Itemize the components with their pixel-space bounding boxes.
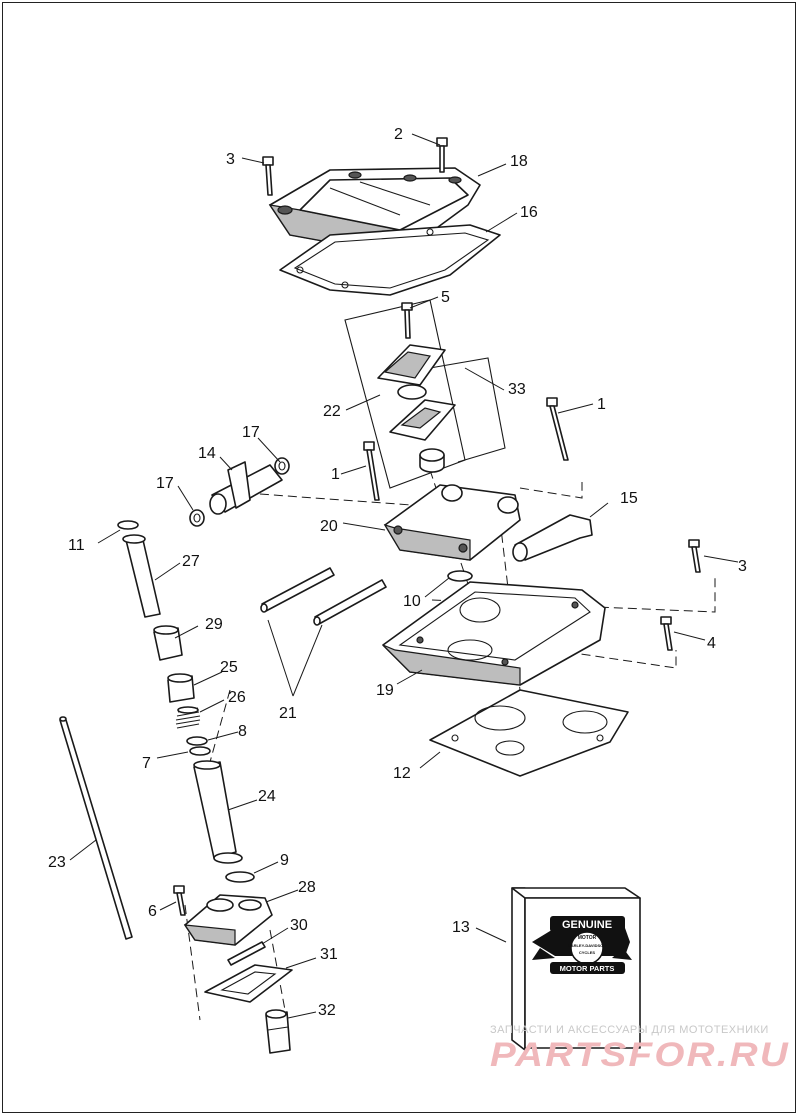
- callout-3-top: 3: [226, 151, 235, 168]
- lifter-part-32: [265, 1009, 291, 1054]
- callout-19: 19: [376, 682, 394, 699]
- callout-27: 27: [182, 553, 200, 570]
- leader-lines: [69, 133, 739, 1019]
- bolt-part-2: [436, 137, 448, 173]
- callout-1-right: 1: [597, 396, 606, 413]
- rocker-support-part-20: [383, 484, 521, 561]
- callout-26: 26: [228, 689, 246, 706]
- logo-motor: MOTOR: [578, 935, 597, 941]
- logo-motor-parts: MOTOR PARTS: [560, 964, 615, 973]
- breather-part-33: [389, 384, 456, 473]
- callout-9: 9: [280, 852, 289, 869]
- callout-18: 18: [510, 153, 528, 170]
- logo-genuine: GENUINE: [562, 919, 612, 931]
- callout-32: 32: [318, 1002, 336, 1019]
- callout-10: 10: [403, 593, 421, 610]
- bolt-part-4: [660, 616, 673, 651]
- callouts: 1 1 2 3 3 4 5 6 7 8 9 10 11 12 13 14 15 …: [48, 126, 747, 1019]
- bushing-part-17-right: [274, 457, 290, 475]
- watermark-logo: PARTSFOR.RU: [490, 1036, 790, 1074]
- callout-21: 21: [279, 705, 297, 722]
- rocker-arm-part-14: [209, 461, 283, 515]
- gasket-part-16: [279, 224, 501, 296]
- callout-24: 24: [258, 788, 276, 805]
- shaft-part-21-upper: [260, 567, 335, 613]
- o-ring-part-11: [117, 520, 139, 530]
- logo-brand-line2: CYCLES: [579, 950, 596, 955]
- bolt-part-1-left: [363, 441, 380, 501]
- callout-2: 2: [394, 126, 403, 143]
- callout-16: 16: [520, 204, 538, 221]
- callout-22: 22: [323, 403, 341, 420]
- callout-23: 23: [48, 854, 66, 871]
- bolt-part-5: [401, 302, 413, 339]
- callout-1-left: 1: [331, 466, 340, 483]
- callout-17-left: 17: [156, 475, 174, 492]
- genuine-motor-parts-logo: GENUINE MOTOR HARLEY-DAVIDSON CYCLES MOT…: [532, 916, 632, 974]
- spring-part-26: [175, 706, 201, 729]
- bolt-part-6: [173, 885, 186, 916]
- rocker-housing-part-19: [382, 581, 606, 686]
- o-ring-part-7: [189, 746, 211, 756]
- bolt-part-1-right: [546, 397, 569, 461]
- callout-33: 33: [508, 381, 526, 398]
- callout-30: 30: [290, 917, 308, 934]
- bolt-part-3-right: [688, 539, 701, 573]
- bushing-part-17-left: [189, 509, 205, 527]
- callout-5: 5: [441, 289, 450, 306]
- pushrod-tube-part-24: [193, 760, 243, 864]
- watermark-tagline: ЗАПЧАСТИ И АКСЕССУАРЫ ДЛЯ МОТОТЕХНИКИ: [490, 1024, 769, 1036]
- callout-6: 6: [148, 903, 157, 920]
- pushrod-tube-part-27: [122, 534, 161, 618]
- callout-13: 13: [452, 919, 470, 936]
- o-ring-part-10: [447, 570, 473, 582]
- plate-part-31: [204, 964, 293, 1003]
- callout-29: 29: [205, 616, 223, 633]
- tube-part-29: [153, 625, 183, 661]
- watermark: ЗАПЧАСТИ И АКСЕССУАРЫ ДЛЯ МОТОТЕХНИКИ PA…: [490, 1024, 790, 1074]
- lifter-block-part-28: [183, 894, 273, 946]
- shaft-part-21-lower: [313, 579, 387, 626]
- head-gasket-part-12: [429, 689, 629, 777]
- logo-brand-line1: HARLEY-DAVIDSON: [568, 943, 606, 948]
- callout-7: 7: [142, 755, 151, 772]
- callout-25: 25: [220, 659, 238, 676]
- callout-14: 14: [198, 445, 216, 462]
- callout-8: 8: [238, 723, 247, 740]
- cup-part-25: [167, 673, 195, 703]
- callout-4: 4: [707, 635, 716, 652]
- callout-3-right: 3: [738, 558, 747, 575]
- pushrod-part-23: [59, 716, 133, 940]
- breather-cover-part-22: [377, 344, 446, 386]
- callout-12: 12: [393, 765, 411, 782]
- bolt-part-3-top: [262, 156, 274, 196]
- rocker-arm-part-15: [512, 514, 593, 562]
- callout-31: 31: [320, 946, 338, 963]
- callout-20: 20: [320, 518, 338, 535]
- o-ring-part-9: [225, 871, 255, 883]
- pin-part-30: [227, 941, 266, 966]
- o-ring-part-8: [186, 736, 208, 746]
- callout-17-top: 17: [242, 424, 260, 441]
- callout-15: 15: [620, 490, 638, 507]
- callout-28: 28: [298, 879, 316, 896]
- callout-11: 11: [68, 537, 85, 554]
